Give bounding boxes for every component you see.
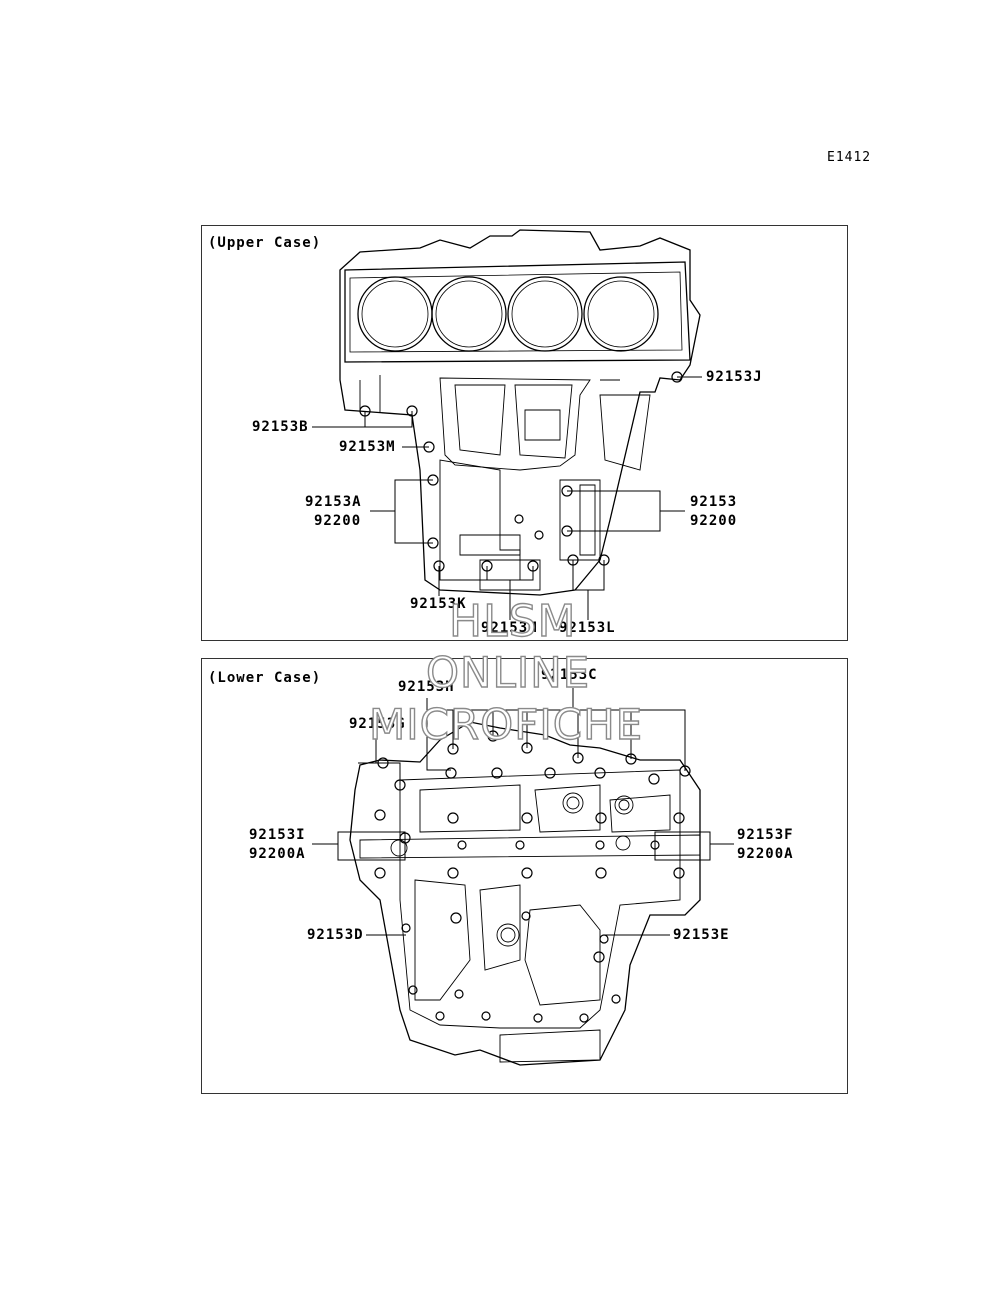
label-92153h: 92153H <box>398 679 455 695</box>
lower-crankcase-outline <box>349 721 701 1066</box>
label-92153i: 92153I <box>249 827 306 843</box>
label-92153m-upper: 92153M <box>339 439 396 455</box>
lower-case-title: (Lower Case) <box>208 670 322 686</box>
label-92153g: 92153G <box>349 716 406 732</box>
label-92200-left: 92200 <box>314 513 362 529</box>
label-92153j: 92153J <box>706 369 763 385</box>
label-92153b: 92153B <box>252 419 309 435</box>
label-92200a-right: 92200A <box>737 846 794 862</box>
upper-leader-lines <box>312 376 702 620</box>
label-92153f: 92153F <box>737 827 794 843</box>
label-92153d: 92153D <box>307 927 364 943</box>
diagram-code: E1412 <box>827 150 872 165</box>
label-92200-right: 92200 <box>690 513 738 529</box>
label-92153l: 92153L <box>559 620 616 636</box>
lower-case-bolts <box>374 730 691 1023</box>
upper-case-bolts <box>359 371 683 572</box>
upper-case-title: (Upper Case) <box>208 235 322 251</box>
label-92153a: 92153A <box>305 494 362 510</box>
lower-case-panel <box>201 658 848 1094</box>
cylinder-bores <box>357 276 659 352</box>
watermark-hlsm: HLSM <box>448 595 577 647</box>
watermark-microfiche: MICROFICHE <box>368 699 644 749</box>
upper-crankcase-outline <box>339 229 701 596</box>
watermark-online: ONLINE <box>425 647 591 697</box>
label-92153k: 92153K <box>410 596 467 612</box>
label-92153c: 92153C <box>541 667 598 683</box>
lower-leader-lines <box>312 688 734 936</box>
label-92200a-left: 92200A <box>249 846 306 862</box>
label-92153: 92153 <box>690 494 738 510</box>
label-92153m-lower: 92153M <box>481 620 538 636</box>
upper-case-details <box>359 375 651 591</box>
label-92153e: 92153E <box>673 927 730 943</box>
upper-case-panel <box>201 225 848 641</box>
lower-case-details <box>359 784 701 1063</box>
